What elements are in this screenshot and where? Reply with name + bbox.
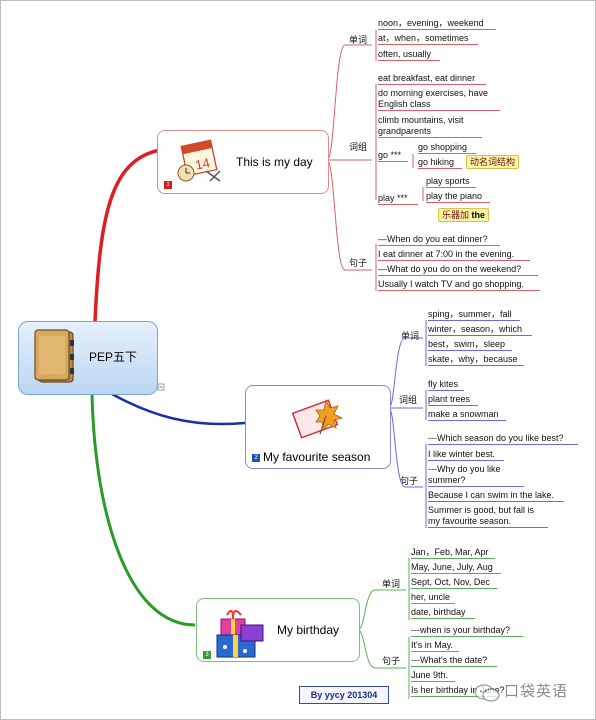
topic-number-badge: 2 <box>252 454 260 462</box>
calendar-clock-icon: 14 <box>177 139 221 182</box>
leaf-item: her, uncle <box>411 592 455 604</box>
leaf-item: climb mountains, visit grandparents <box>378 115 482 138</box>
leaf-item: Is her birthday in June? <box>411 685 505 697</box>
leaf-item: Jan，Feb, Mar, Apr <box>411 547 495 559</box>
leaf-item: It's in May. <box>411 640 459 652</box>
leaf-item: plant trees <box>428 394 478 406</box>
leaf-item: do morning exercises, have English class <box>378 88 500 111</box>
leaf-item: best，swim，sleep <box>428 339 512 351</box>
leaf-item: winter，season，which <box>428 324 532 336</box>
leaf-item: at，when，sometimes <box>378 33 478 45</box>
leaf-item: play sports <box>426 176 476 188</box>
leaf-item: I eat dinner at 7:00 in the evening. <box>378 249 530 261</box>
topic-title: My birthday <box>277 623 340 637</box>
leaf-item: noon，evening，weekend <box>378 18 496 30</box>
leaf-item: ---Which season do you like best? <box>428 433 578 445</box>
topic-node-my-birthday[interactable]: My birthday 3 <box>196 598 360 662</box>
leaf-item: make a snowman <box>428 409 506 421</box>
wechat-logo-icon <box>474 684 500 702</box>
leaf-item: Because I can swim in the lake. <box>428 490 564 502</box>
leaf-item: go hiking <box>418 157 462 169</box>
topic-node-my-favourite-season[interactable]: My favourite season 2 <box>245 385 391 469</box>
leaf-item: June 9th. <box>411 670 455 682</box>
leaf-item: ---when is your birthday? <box>411 625 523 637</box>
root-title: PEP五下 <box>89 350 138 364</box>
leaf-item: go *** <box>378 150 408 162</box>
leaf-item: skate，why，because <box>428 354 524 366</box>
leaf-item: Summer is good, but fall is my favourite… <box>428 505 548 528</box>
leaf-item: —What do you do on the weekend? <box>378 264 538 276</box>
author-credit: By yycy 201304 <box>299 686 389 704</box>
leaf-item: go shopping <box>418 142 476 154</box>
leaf-item: play *** <box>378 193 418 205</box>
topic-node-this-is-my-day[interactable]: 14 This is my day 1 <box>157 130 329 194</box>
leaf-item: I like winter best. <box>428 449 504 461</box>
gift-box-icon <box>216 609 264 658</box>
topic-number-badge: 3 <box>203 651 211 659</box>
notebook-icon <box>34 329 74 383</box>
category-sentences: 句子 <box>400 476 419 486</box>
category-phrases: 词组 <box>349 142 368 152</box>
note-gerund-structure: 动名词结构 <box>466 155 520 169</box>
leaf-item: Sept, Oct, Nov, Dec <box>411 577 497 589</box>
leaf-item: fly kites <box>428 379 464 391</box>
leaf-item: ---What's the date? <box>411 655 497 667</box>
topic-title: My favourite season <box>263 450 371 464</box>
leaf-item: —When do you eat dinner? <box>378 234 500 246</box>
leaf-item: date, birthday <box>411 607 475 619</box>
category-sentences: 句子 <box>349 258 368 268</box>
leaf-item: often, usually <box>378 49 440 61</box>
topic-number-badge: 1 <box>164 181 172 189</box>
svg-text:14: 14 <box>194 155 211 173</box>
category-vocabulary: 单词 <box>401 331 420 341</box>
note-instrument-the: 乐器加 the <box>438 208 490 222</box>
leaf-item: play the piano <box>426 191 490 203</box>
autumn-leaf-card-icon <box>291 398 344 439</box>
leaf-item: eat breakfast, eat dinner <box>378 73 486 85</box>
category-vocabulary: 单词 <box>349 35 368 45</box>
topic-title: This is my day <box>236 155 313 169</box>
category-phrases: 词组 <box>399 395 418 405</box>
leaf-item: Usually I watch TV and go shopping. <box>378 279 540 291</box>
root-node[interactable]: PEP五下 <box>18 321 158 395</box>
leaf-item: May, June, July, Aug <box>411 562 501 574</box>
category-vocabulary: 单词 <box>382 579 401 589</box>
leaf-item: ---Why do you like summer? <box>428 464 524 487</box>
category-sentences: 句子 <box>382 656 401 666</box>
leaf-item: sping，summer，fall <box>428 309 520 321</box>
